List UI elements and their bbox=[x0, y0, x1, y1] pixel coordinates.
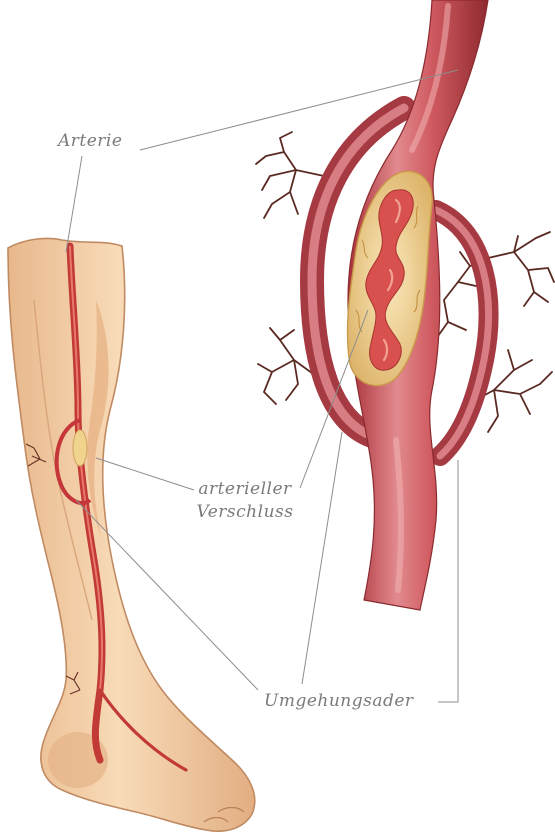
occlusion-label-line-2: Verschluss bbox=[186, 501, 304, 524]
leader-occlusion-leg bbox=[96, 458, 194, 490]
leg-occlusion bbox=[73, 430, 87, 466]
leg-skin bbox=[8, 238, 255, 831]
occlusion-label-line-1: arterieller bbox=[186, 478, 304, 501]
bypass-label: Umgehungsader bbox=[264, 690, 414, 713]
leader-artery-leg bbox=[66, 156, 82, 252]
leader-bypass-enlarged-left bbox=[302, 432, 342, 684]
artery-label: Arterie bbox=[58, 130, 122, 153]
occlusion-label: arterieller Verschluss bbox=[186, 478, 304, 524]
leader-bypass-enlarged-right bbox=[438, 460, 458, 702]
leg-illustration bbox=[8, 238, 255, 831]
